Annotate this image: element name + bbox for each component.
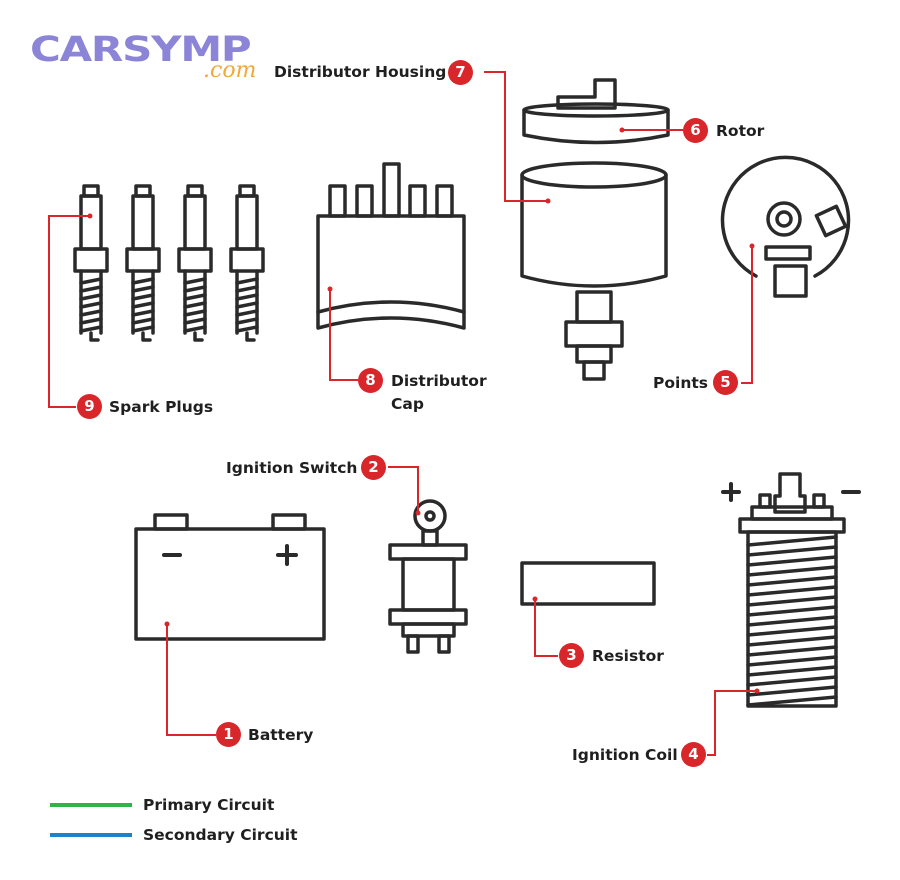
- badge-9: 9: [77, 394, 102, 419]
- badge-8: 8: [358, 368, 383, 393]
- badge-1: 1: [216, 722, 241, 747]
- spark-plug: [125, 184, 161, 342]
- leader-lines: [48, 71, 757, 756]
- badge-7: 7: [448, 60, 473, 85]
- leader-dots: [87, 127, 760, 694]
- distributor-housing-illustration: [520, 161, 668, 381]
- label-ignition-switch: Ignition Switch: [226, 459, 358, 477]
- legend-secondary-swatch: [50, 833, 132, 837]
- badge-6: 6: [683, 118, 708, 143]
- badge-4: 4: [681, 742, 706, 767]
- label-distributor-cap-line2: Cap: [391, 395, 424, 413]
- label-ignition-coil: Ignition Coil: [572, 746, 678, 764]
- badge-3: 3: [559, 643, 584, 668]
- label-spark-plugs: Spark Plugs: [109, 398, 214, 416]
- legend-secondary-label: Secondary Circuit: [143, 826, 298, 844]
- distributor-cap-illustration: [316, 162, 466, 330]
- spark-plug: [177, 184, 213, 342]
- spark-plug: [73, 184, 109, 342]
- battery-illustration: [134, 513, 326, 641]
- label-battery: Battery: [248, 726, 314, 744]
- ignition-coil-illustration: [721, 472, 861, 708]
- resistor-illustration: [520, 561, 656, 606]
- carsymp-logo: CARSYMP: [30, 30, 252, 70]
- legend-primary-label: Primary Circuit: [143, 796, 275, 814]
- label-rotor: Rotor: [716, 122, 765, 140]
- points-illustration: [720, 155, 851, 298]
- label-distributor-housing: Distributor Housing: [274, 63, 447, 81]
- spark-plug: [229, 184, 265, 342]
- label-distributor-cap: Distributor: [391, 372, 487, 390]
- label-resistor: Resistor: [592, 647, 664, 665]
- legend-primary-swatch: [50, 803, 132, 807]
- carsymp-logo-suffix: .com: [203, 58, 257, 83]
- badge-5: 5: [713, 370, 738, 395]
- ignition-switch-illustration: [388, 499, 468, 654]
- badge-2: 2: [361, 455, 386, 480]
- rotor-illustration: [522, 78, 670, 145]
- label-points: Points: [653, 374, 708, 392]
- spark-plugs-illustration: [73, 184, 265, 342]
